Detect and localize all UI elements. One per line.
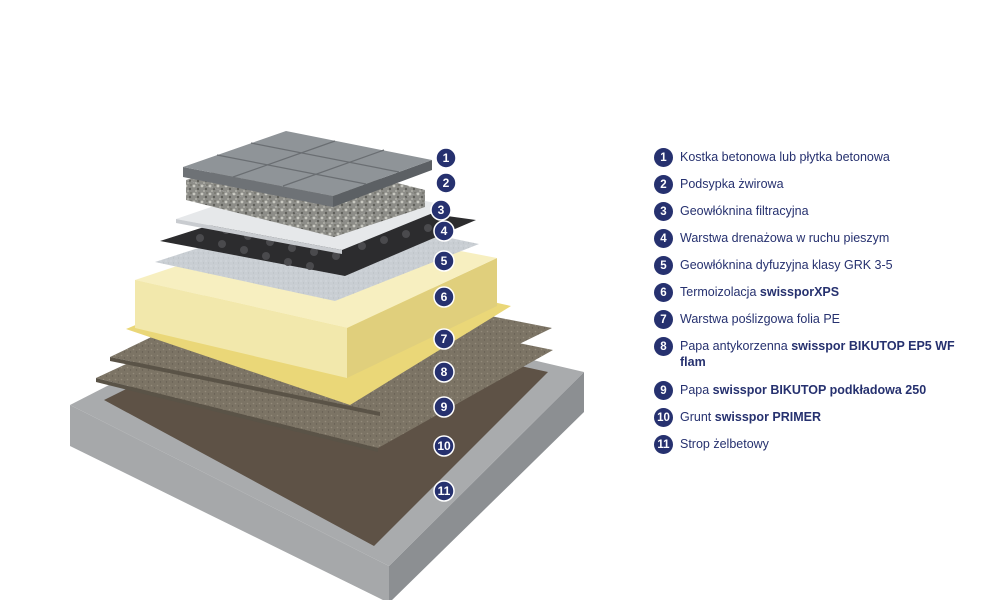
- legend-label-part: Warstwa poślizgowa folia PE: [680, 312, 841, 326]
- legend-label: Geowłóknina filtracyjna: [680, 202, 809, 219]
- svg-text:6: 6: [441, 290, 448, 304]
- layer-1-concrete-pavers: [183, 131, 432, 207]
- svg-text:1: 1: [443, 151, 450, 165]
- svg-text:7: 7: [441, 332, 448, 346]
- legend-number-badge: 11: [654, 435, 673, 454]
- legend-label-bold-part: swisspor BIKUTOP EP5 WF flam: [680, 339, 955, 369]
- legend-label-bold-part: swisspor PRIMER: [714, 410, 822, 424]
- legend-item-2: 2 Podsypka żwirowa: [654, 175, 974, 194]
- legend-label: Papa antykorzenna swisspor BIKUTOP EP5 W…: [680, 337, 974, 370]
- legend-number-badge: 9: [654, 381, 673, 400]
- legend-item-10: 10 Grunt swisspor PRIMER: [654, 408, 974, 427]
- legend-item-9: 9 Papa swisspor BIKUTOP podkładowa 250: [654, 381, 974, 400]
- svg-text:2: 2: [443, 176, 450, 190]
- legend-number-badge: 2: [654, 175, 673, 194]
- legend-item-3: 3 Geowłóknina filtracyjna: [654, 202, 974, 221]
- marker-8: 8: [433, 361, 455, 383]
- legend-number-badge: 6: [654, 283, 673, 302]
- legend-label: Termoizolacja swissporXPS: [680, 283, 839, 300]
- legend-item-4: 4 Warstwa drenażowa w ruchu pieszym: [654, 229, 974, 248]
- legend-label: Kostka betonowa lub płytka betonowa: [680, 148, 890, 165]
- legend-number-badge: 7: [654, 310, 673, 329]
- legend-label-part: Papa antykorzenna: [680, 339, 792, 353]
- legend-label: Podsypka żwirowa: [680, 175, 784, 192]
- svg-text:9: 9: [441, 400, 448, 414]
- legend-label-part: Geowłóknina filtracyjna: [680, 204, 809, 218]
- legend-item-11: 11 Strop żelbetowy: [654, 435, 974, 454]
- layer-legend: 1 Kostka betonowa lub płytka betonowa 2 Pod…: [654, 148, 974, 462]
- marker-7: 7: [433, 328, 455, 350]
- marker-10: 10: [433, 435, 455, 457]
- legend-label-part: Podsypka żwirowa: [680, 177, 784, 191]
- svg-text:8: 8: [441, 365, 448, 379]
- legend-label-part: Geowłóknina dyfuzyjna klasy GRK 3-5: [680, 258, 893, 272]
- marker-3: 3: [430, 199, 452, 221]
- legend-number-badge: 8: [654, 337, 673, 356]
- legend-item-8: 8 Papa antykorzenna swisspor BIKUTOP EP5 …: [654, 337, 974, 370]
- legend-label: Grunt swisspor PRIMER: [680, 408, 821, 425]
- legend-label-bold-part: swisspor BIKUTOP podkładowa 250: [712, 383, 927, 397]
- legend-number-badge: 10: [654, 408, 673, 427]
- svg-text:3: 3: [438, 203, 445, 217]
- marker-4: 4: [433, 220, 455, 242]
- legend-item-1: 1 Kostka betonowa lub płytka betonowa: [654, 148, 974, 167]
- legend-label: Warstwa poślizgowa folia PE: [680, 310, 840, 327]
- svg-text:4: 4: [441, 224, 448, 238]
- legend-label: Papa swisspor BIKUTOP podkładowa 250: [680, 381, 926, 398]
- svg-text:10: 10: [437, 439, 451, 453]
- legend-label-part: Strop żelbetowy: [680, 437, 769, 451]
- legend-label-part: Termoizolacja: [680, 285, 760, 299]
- legend-label-part: Papa: [680, 383, 713, 397]
- legend-item-7: 7 Warstwa poślizgowa folia PE: [654, 310, 974, 329]
- legend-number-badge: 1: [654, 148, 673, 167]
- legend-label-part: Warstwa drenażowa w ruchu pieszym: [680, 231, 890, 245]
- legend-number-badge: 3: [654, 202, 673, 221]
- legend-label-part: Grunt: [680, 410, 715, 424]
- marker-11: 11: [433, 480, 455, 502]
- legend-item-6: 6 Termoizolacja swissporXPS: [654, 283, 974, 302]
- svg-text:11: 11: [438, 484, 451, 498]
- legend-number-badge: 4: [654, 229, 673, 248]
- legend-label-bold-part: swissporXPS: [759, 285, 840, 299]
- marker-5: 5: [433, 250, 455, 272]
- legend-label: Strop żelbetowy: [680, 435, 769, 452]
- legend-item-5: 5 Geowłóknina dyfuzyjna klasy GRK 3-5: [654, 256, 974, 275]
- legend-number-badge: 5: [654, 256, 673, 275]
- legend-label: Warstwa drenażowa w ruchu pieszym: [680, 229, 889, 246]
- marker-6: 6: [433, 286, 455, 308]
- svg-text:5: 5: [441, 254, 448, 268]
- layer-stack-illustration: 1 2 3 4 5 6 7 8 9 10 11: [70, 131, 584, 600]
- marker-1: 1: [435, 147, 457, 169]
- legend-label: Geowłóknina dyfuzyjna klasy GRK 3-5: [680, 256, 893, 273]
- legend-label-part: Kostka betonowa lub płytka betonowa: [680, 150, 890, 164]
- marker-9: 9: [433, 396, 455, 418]
- marker-2: 2: [435, 172, 457, 194]
